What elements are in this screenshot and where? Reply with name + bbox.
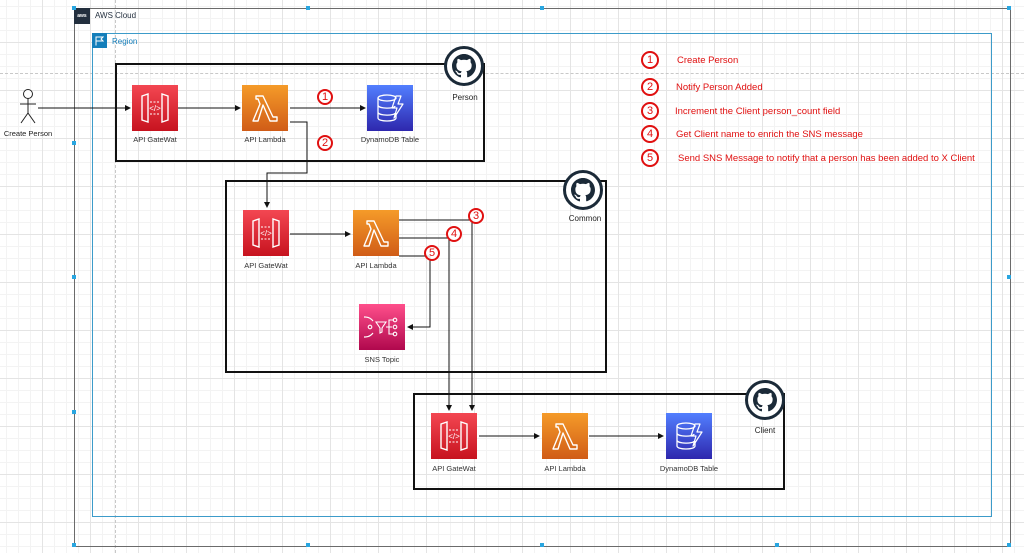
legend-marker-4: 4 bbox=[641, 125, 659, 143]
step-marker-2: 2 bbox=[317, 135, 333, 151]
client-lambda-label: API Lambda bbox=[544, 464, 586, 473]
person-lambda[interactable] bbox=[242, 85, 288, 131]
legend-text-2: Notify Person Added bbox=[676, 82, 763, 93]
selection-handle[interactable] bbox=[1007, 6, 1011, 10]
common-group-label: Common bbox=[568, 214, 602, 223]
legend-text-3: Increment the Client person_count field bbox=[675, 106, 841, 117]
lambda-icon bbox=[363, 220, 389, 247]
api-gateway-icon: </> bbox=[141, 93, 169, 123]
aws-logo-icon: aws bbox=[74, 8, 90, 24]
selection-handle[interactable] bbox=[72, 543, 76, 547]
person-api-gateway[interactable]: </> bbox=[132, 85, 178, 131]
selection-handle[interactable] bbox=[540, 6, 544, 10]
client-dynamodb-table[interactable] bbox=[666, 413, 712, 459]
guide-line-horizontal bbox=[0, 73, 1024, 74]
lambda-icon bbox=[552, 423, 578, 450]
client-dynamodb-label: DynamoDB Table bbox=[659, 464, 719, 473]
legend-text-1: Create Person bbox=[677, 55, 739, 66]
dynamodb-icon bbox=[676, 422, 703, 450]
common-sns-topic[interactable] bbox=[359, 304, 405, 350]
selection-handle[interactable] bbox=[72, 275, 76, 279]
flag-icon bbox=[92, 33, 107, 48]
common-sns-label: SNS Topic bbox=[364, 355, 400, 364]
svg-text:</>: </> bbox=[260, 229, 272, 238]
api-gateway-icon: </> bbox=[252, 218, 280, 248]
person-github-icon bbox=[444, 46, 484, 86]
client-group-label: Client bbox=[754, 426, 776, 435]
person-dynamodb-label: DynamoDB Table bbox=[360, 135, 420, 144]
step-marker-5: 5 bbox=[424, 245, 440, 261]
legend-marker-5: 5 bbox=[641, 149, 659, 167]
svg-text:</>: </> bbox=[448, 432, 460, 441]
step-marker-1: 1 bbox=[317, 89, 333, 105]
selection-handle[interactable] bbox=[72, 141, 76, 145]
guide-line-vertical bbox=[115, 0, 116, 553]
common-lambda-label: API Lambda bbox=[355, 261, 397, 270]
svg-text:</>: </> bbox=[149, 104, 161, 113]
legend-text-4: Get Client name to enrich the SNS messag… bbox=[676, 129, 863, 140]
common-api-gateway[interactable]: </> bbox=[243, 210, 289, 256]
legend-marker-1: 1 bbox=[641, 51, 659, 69]
selection-handle[interactable] bbox=[540, 543, 544, 547]
client-group[interactable] bbox=[413, 393, 785, 490]
selection-handle[interactable] bbox=[1007, 543, 1011, 547]
person-lambda-label: API Lambda bbox=[244, 135, 286, 144]
selection-handle[interactable] bbox=[72, 410, 76, 414]
legend-marker-3: 3 bbox=[641, 102, 659, 120]
sns-icon bbox=[364, 316, 398, 338]
dynamodb-icon bbox=[377, 94, 404, 122]
selection-handle[interactable] bbox=[306, 6, 310, 10]
actor-label: Create Person bbox=[3, 129, 53, 138]
common-group[interactable] bbox=[225, 180, 607, 373]
api-gateway-icon: </> bbox=[440, 421, 468, 451]
person-api-gateway-label: API GateWat bbox=[133, 135, 177, 144]
selection-handle[interactable] bbox=[1007, 275, 1011, 279]
legend-text-5: Send SNS Message to notify that a person… bbox=[678, 153, 975, 164]
selection-handle[interactable] bbox=[775, 543, 779, 547]
lambda-icon bbox=[252, 95, 278, 122]
common-lambda[interactable] bbox=[353, 210, 399, 256]
client-lambda[interactable] bbox=[542, 413, 588, 459]
client-github-icon bbox=[745, 380, 785, 420]
legend-marker-2: 2 bbox=[641, 78, 659, 96]
step-marker-3: 3 bbox=[468, 208, 484, 224]
common-api-gateway-label: API GateWat bbox=[244, 261, 288, 270]
region-label: Region bbox=[112, 37, 138, 46]
client-api-gateway-label: API GateWat bbox=[432, 464, 476, 473]
common-github-icon bbox=[563, 170, 603, 210]
aws-cloud-label: AWS Cloud bbox=[95, 11, 137, 20]
stick-figure-icon[interactable] bbox=[16, 88, 40, 128]
step-marker-4: 4 bbox=[446, 226, 462, 242]
person-dynamodb-table[interactable] bbox=[367, 85, 413, 131]
region-group[interactable]: Region bbox=[92, 33, 992, 517]
selection-handle[interactable] bbox=[306, 543, 310, 547]
client-api-gateway[interactable]: </> bbox=[431, 413, 477, 459]
person-group-label: Person bbox=[452, 93, 478, 102]
selection-handle[interactable] bbox=[72, 6, 76, 10]
